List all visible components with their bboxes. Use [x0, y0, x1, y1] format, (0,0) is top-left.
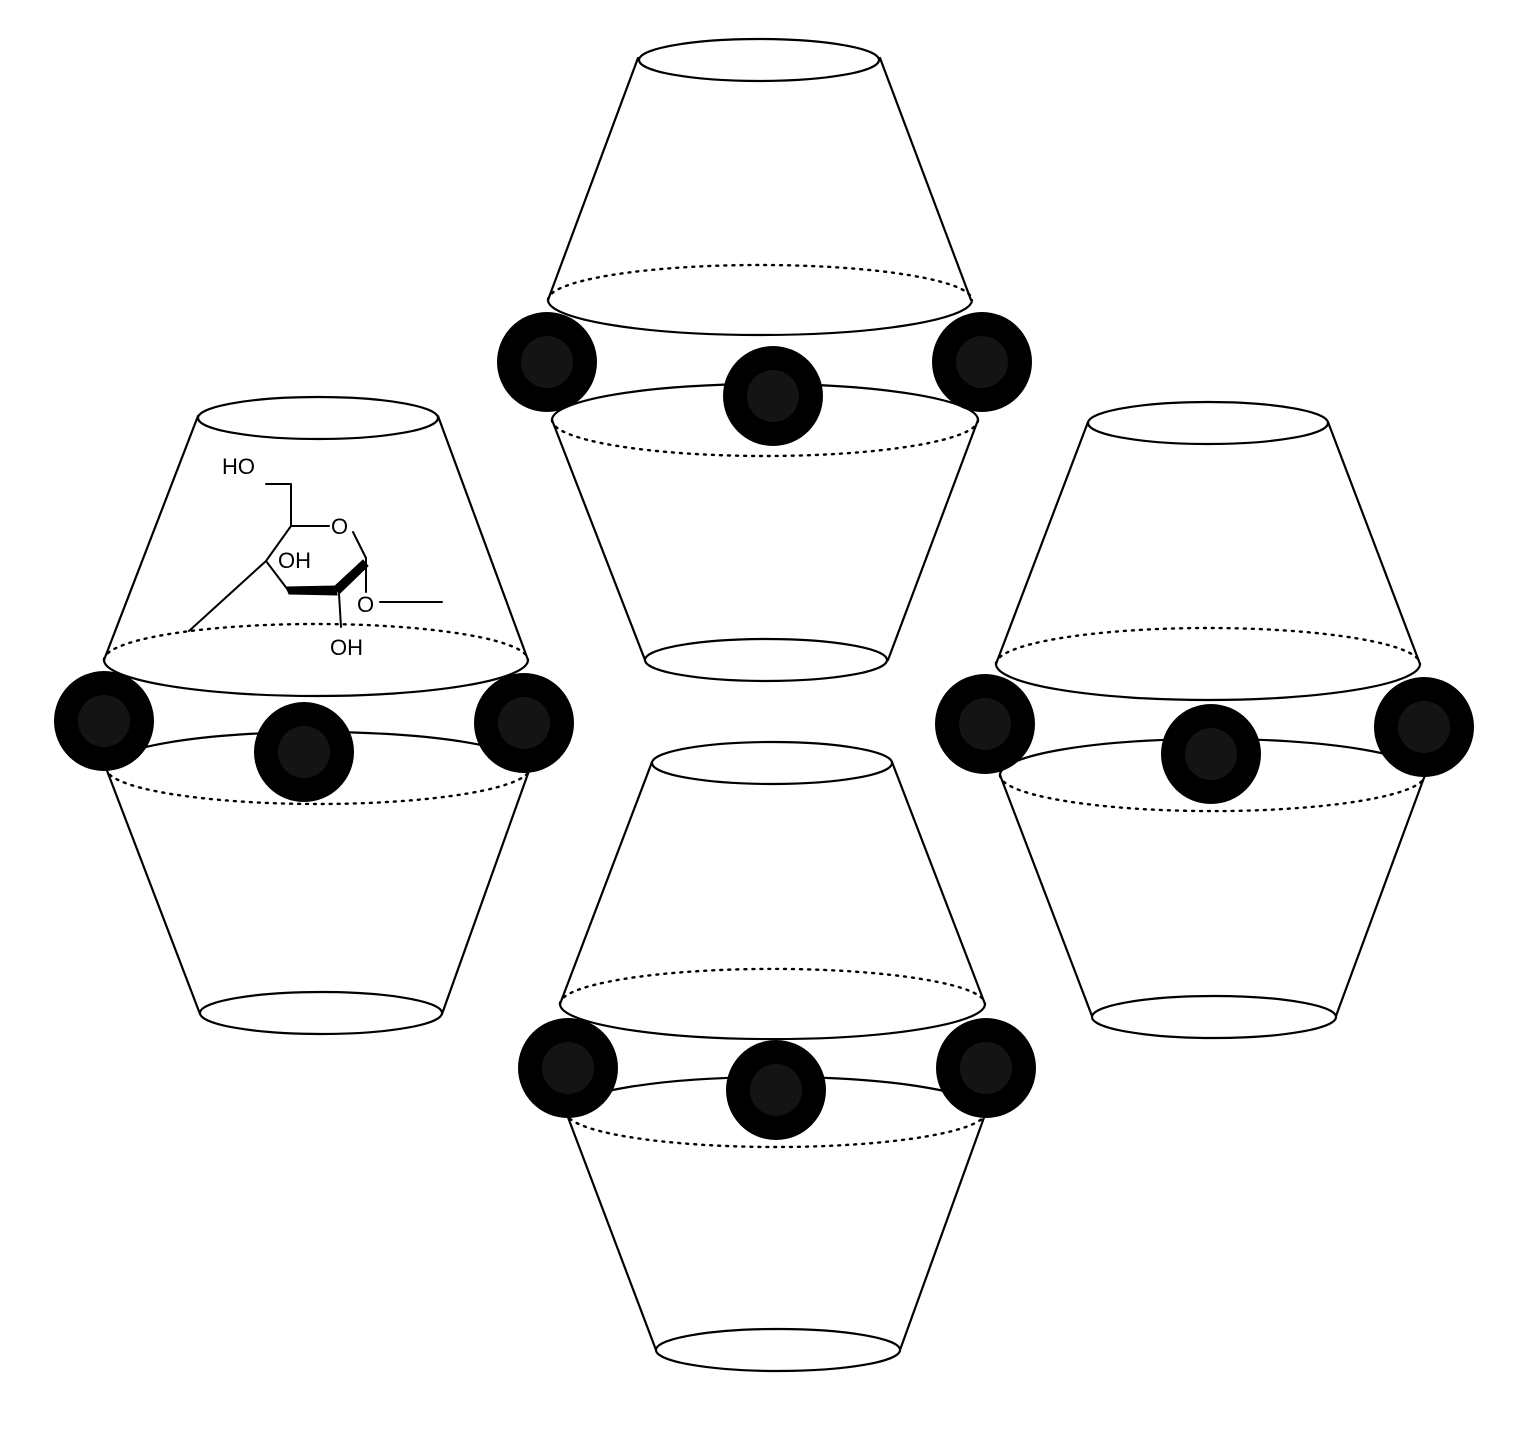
- bead-center: [1161, 704, 1261, 804]
- upper-cone: [994, 400, 1422, 702]
- ring-oxygen-label: O: [331, 514, 348, 539]
- bead-left: [518, 1018, 618, 1118]
- cyclodextrin-unit-right: [935, 400, 1474, 1040]
- glucose-unit-structure: HO O OH O OH: [188, 454, 443, 660]
- hydroxyl-2-label: OH: [330, 635, 363, 660]
- cyclodextrin-unit-bottom: [518, 740, 1036, 1373]
- cyclodextrin-unit-left: HO O OH O OH: [54, 395, 574, 1036]
- lower-cone: [550, 382, 980, 683]
- bead-right: [936, 1018, 1036, 1118]
- bead-right: [932, 312, 1032, 412]
- bead-left: [935, 674, 1035, 774]
- glycosidic-oxygen-label: O: [357, 592, 374, 617]
- upper-cone: [546, 37, 974, 337]
- hydroxyl-3-label: OH: [278, 548, 311, 573]
- bead-center: [726, 1040, 826, 1140]
- bead-center: [723, 346, 823, 446]
- upper-cone: [558, 740, 987, 1041]
- bead-right: [474, 673, 574, 773]
- upper-cone: [102, 395, 530, 698]
- bead-left: [54, 671, 154, 771]
- hydroxymethyl-label: HO: [222, 454, 255, 479]
- bead-right: [1374, 677, 1474, 777]
- cyclodextrin-unit-top: [497, 37, 1032, 683]
- bead-left: [497, 312, 597, 412]
- bead-center: [254, 702, 354, 802]
